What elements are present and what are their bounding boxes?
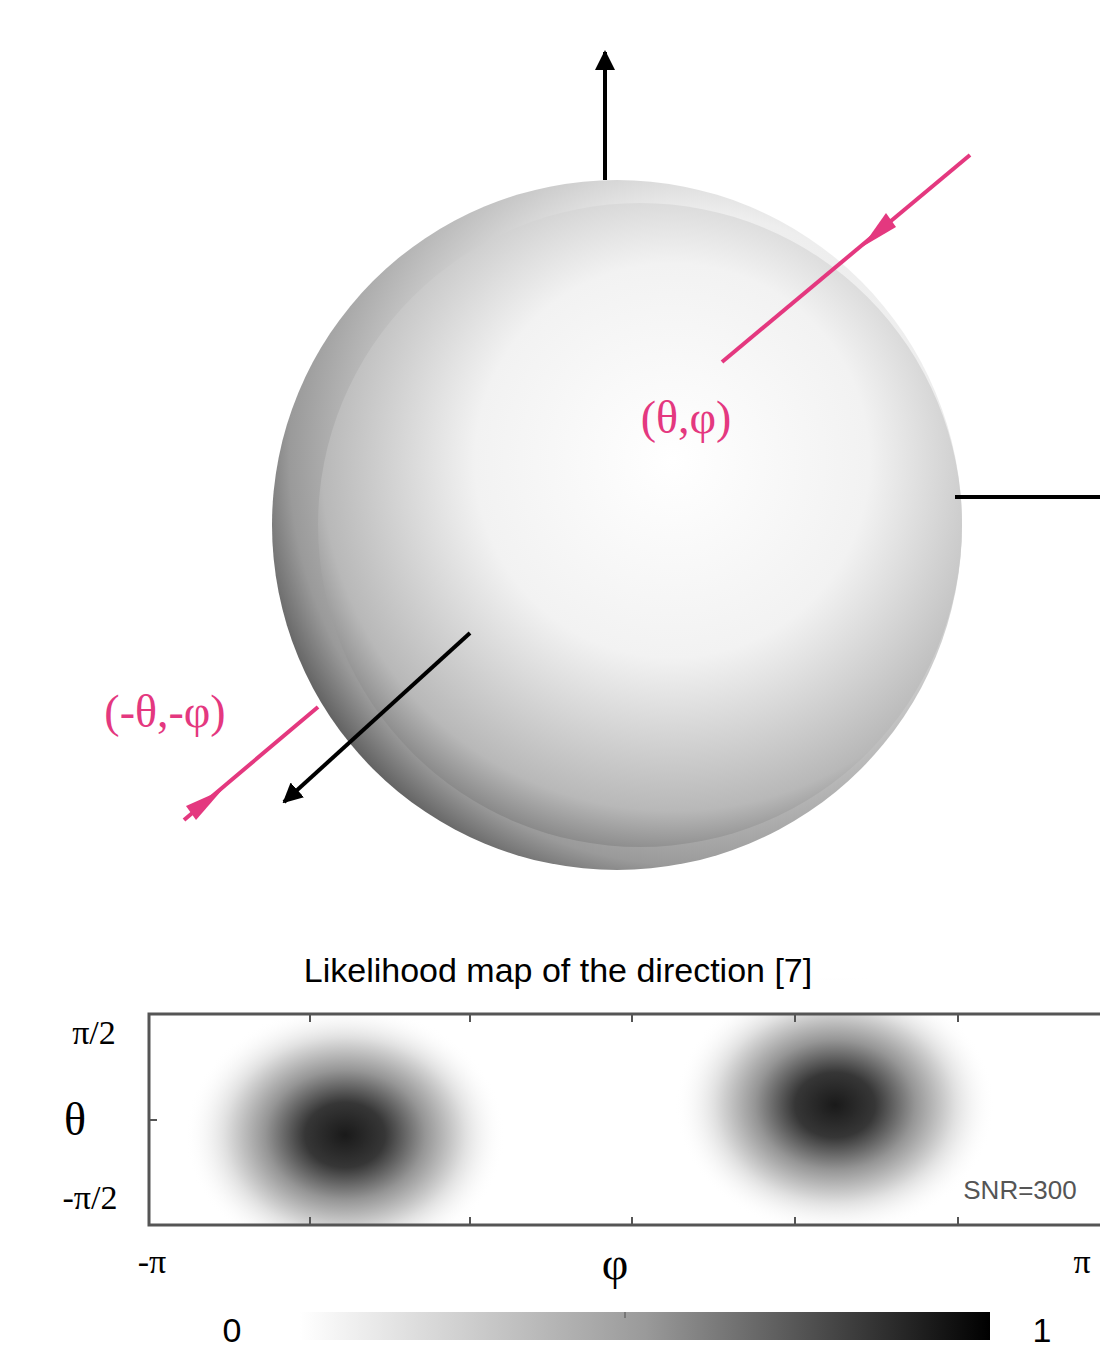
sphere bbox=[272, 180, 962, 870]
scale-label: 0 bbox=[223, 1313, 242, 1347]
x-axis bbox=[284, 633, 470, 802]
axis-tick: -π bbox=[138, 1245, 167, 1279]
colorbar bbox=[300, 1312, 990, 1340]
axis-tick: π bbox=[1073, 1245, 1090, 1279]
axis-title: θ bbox=[64, 1097, 86, 1143]
axis-tick: π/2 bbox=[72, 1016, 116, 1050]
direction-label: (θ,φ) bbox=[641, 395, 732, 441]
scale-label: 1 bbox=[1033, 1313, 1052, 1347]
direction-label: (-θ,-φ) bbox=[104, 689, 225, 735]
wave-direction bbox=[184, 155, 970, 820]
annotation: SNR=300 bbox=[963, 1177, 1076, 1203]
axis-tick: -π/2 bbox=[63, 1181, 118, 1215]
likelihood-map bbox=[0, 975, 1100, 1352]
y-axis bbox=[955, 495, 1100, 499]
map-title: Likelihood map of the direction [7] bbox=[304, 953, 812, 987]
z-axis bbox=[603, 52, 607, 180]
axis-title: φ bbox=[602, 1241, 629, 1287]
